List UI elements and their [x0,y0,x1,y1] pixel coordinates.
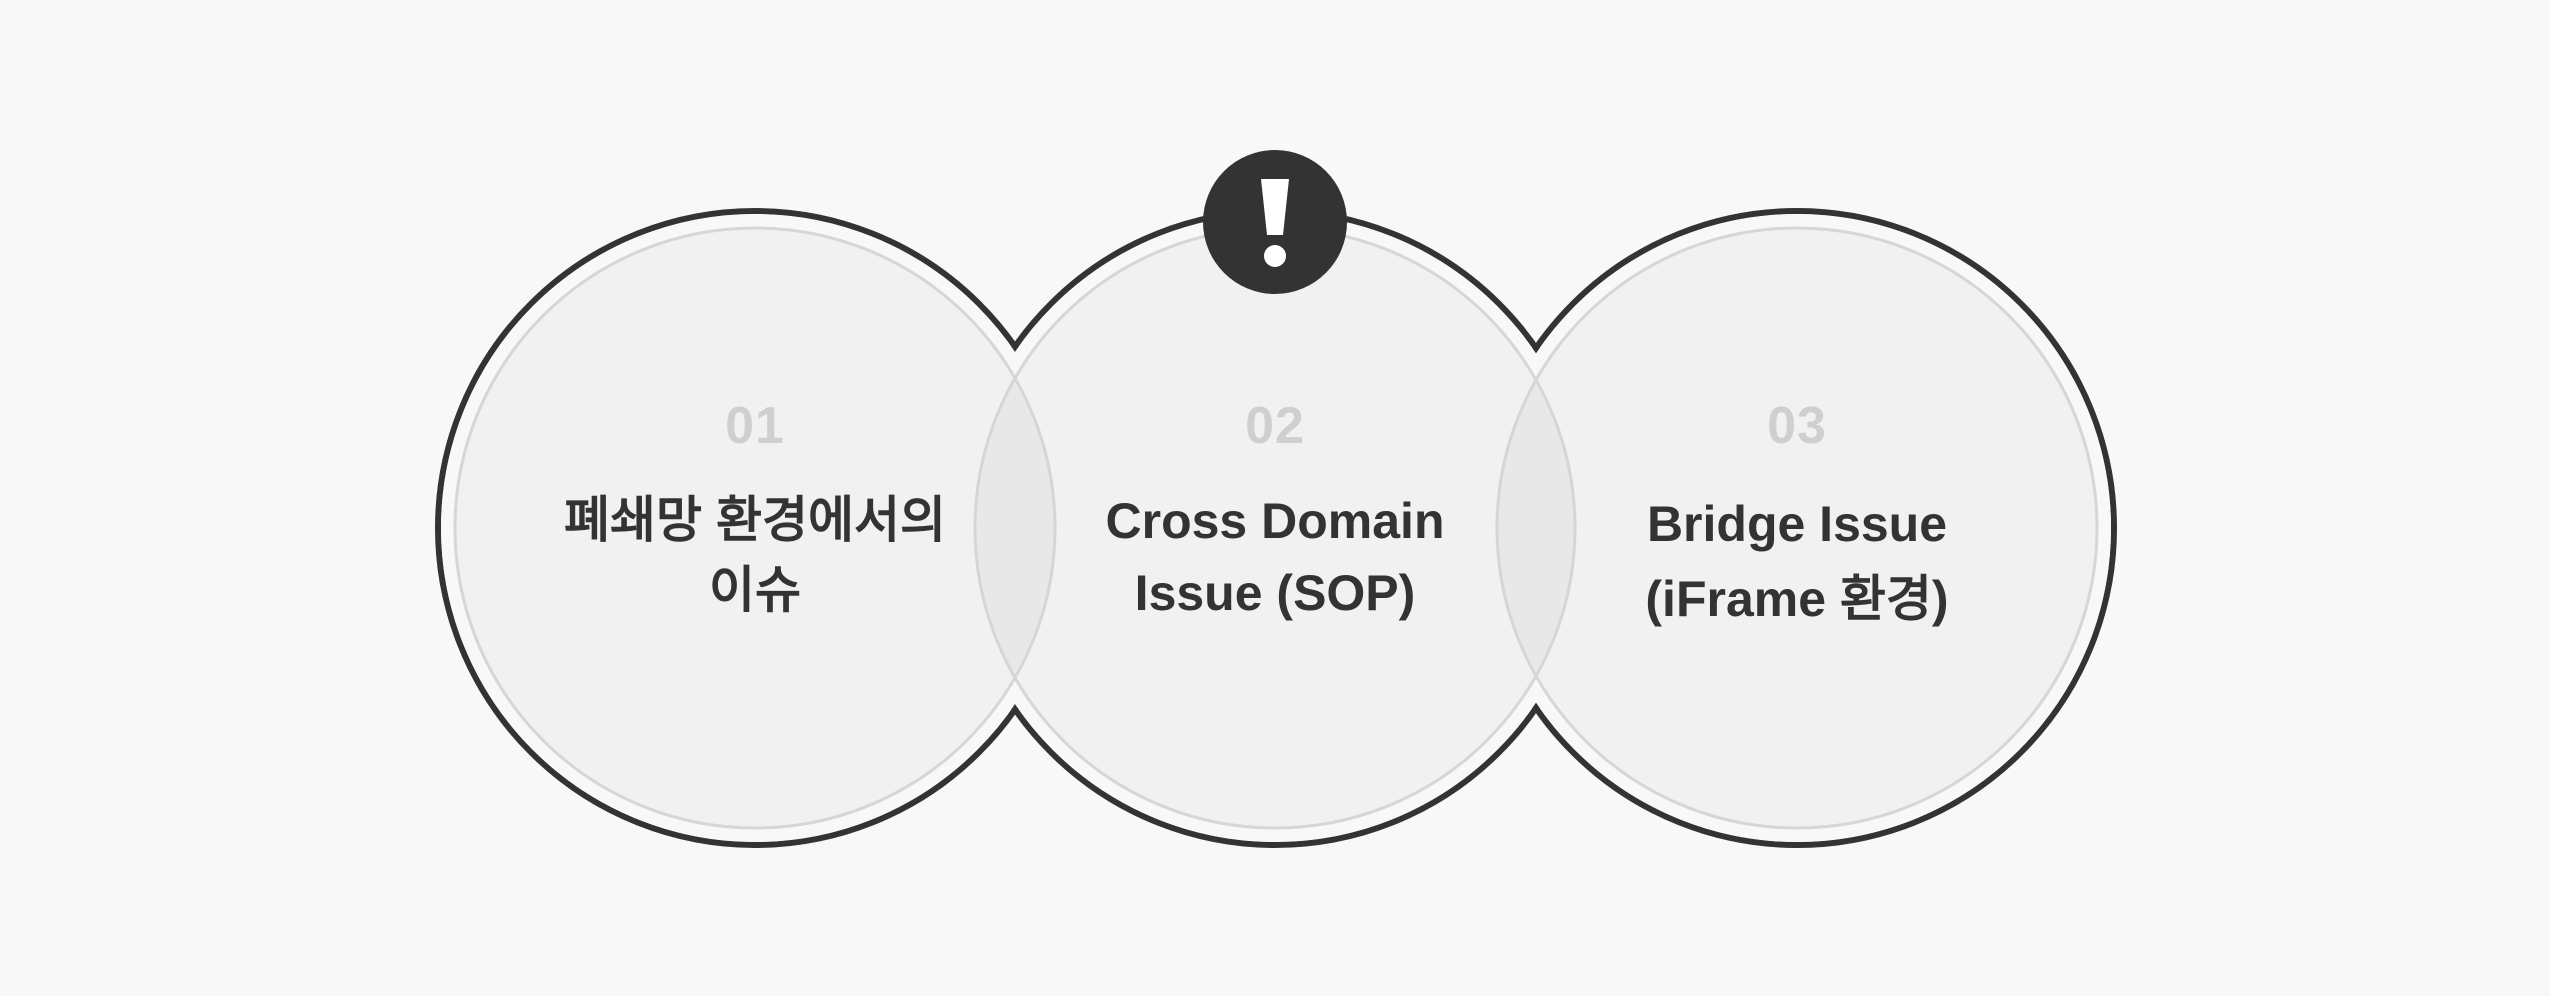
item-3-number: 03 [1767,397,1827,455]
circle-3-ring [1495,226,2099,830]
exclamation-icon [1261,179,1289,267]
item-3-label-line-2: (iFrame 환경) [1645,571,1948,627]
circle-3 [1497,228,2097,828]
item-2-label-line-1: Cross Domain [1106,493,1445,549]
circle-1 [455,228,1055,828]
item-1-number: 01 [725,397,785,455]
item-1-label-line-1: 폐쇄망 환경에서의 [564,492,946,548]
alert-badge [1203,150,1347,294]
item-1-label-line-2: 이슈 [709,562,801,618]
item-2-label-line-2: Issue (SOP) [1135,565,1416,621]
item-2-number: 02 [1245,397,1305,455]
circle-1-ring [453,226,1057,830]
circle-2 [975,228,1575,828]
item-3-label-line-1: Bridge Issue [1647,496,1947,552]
